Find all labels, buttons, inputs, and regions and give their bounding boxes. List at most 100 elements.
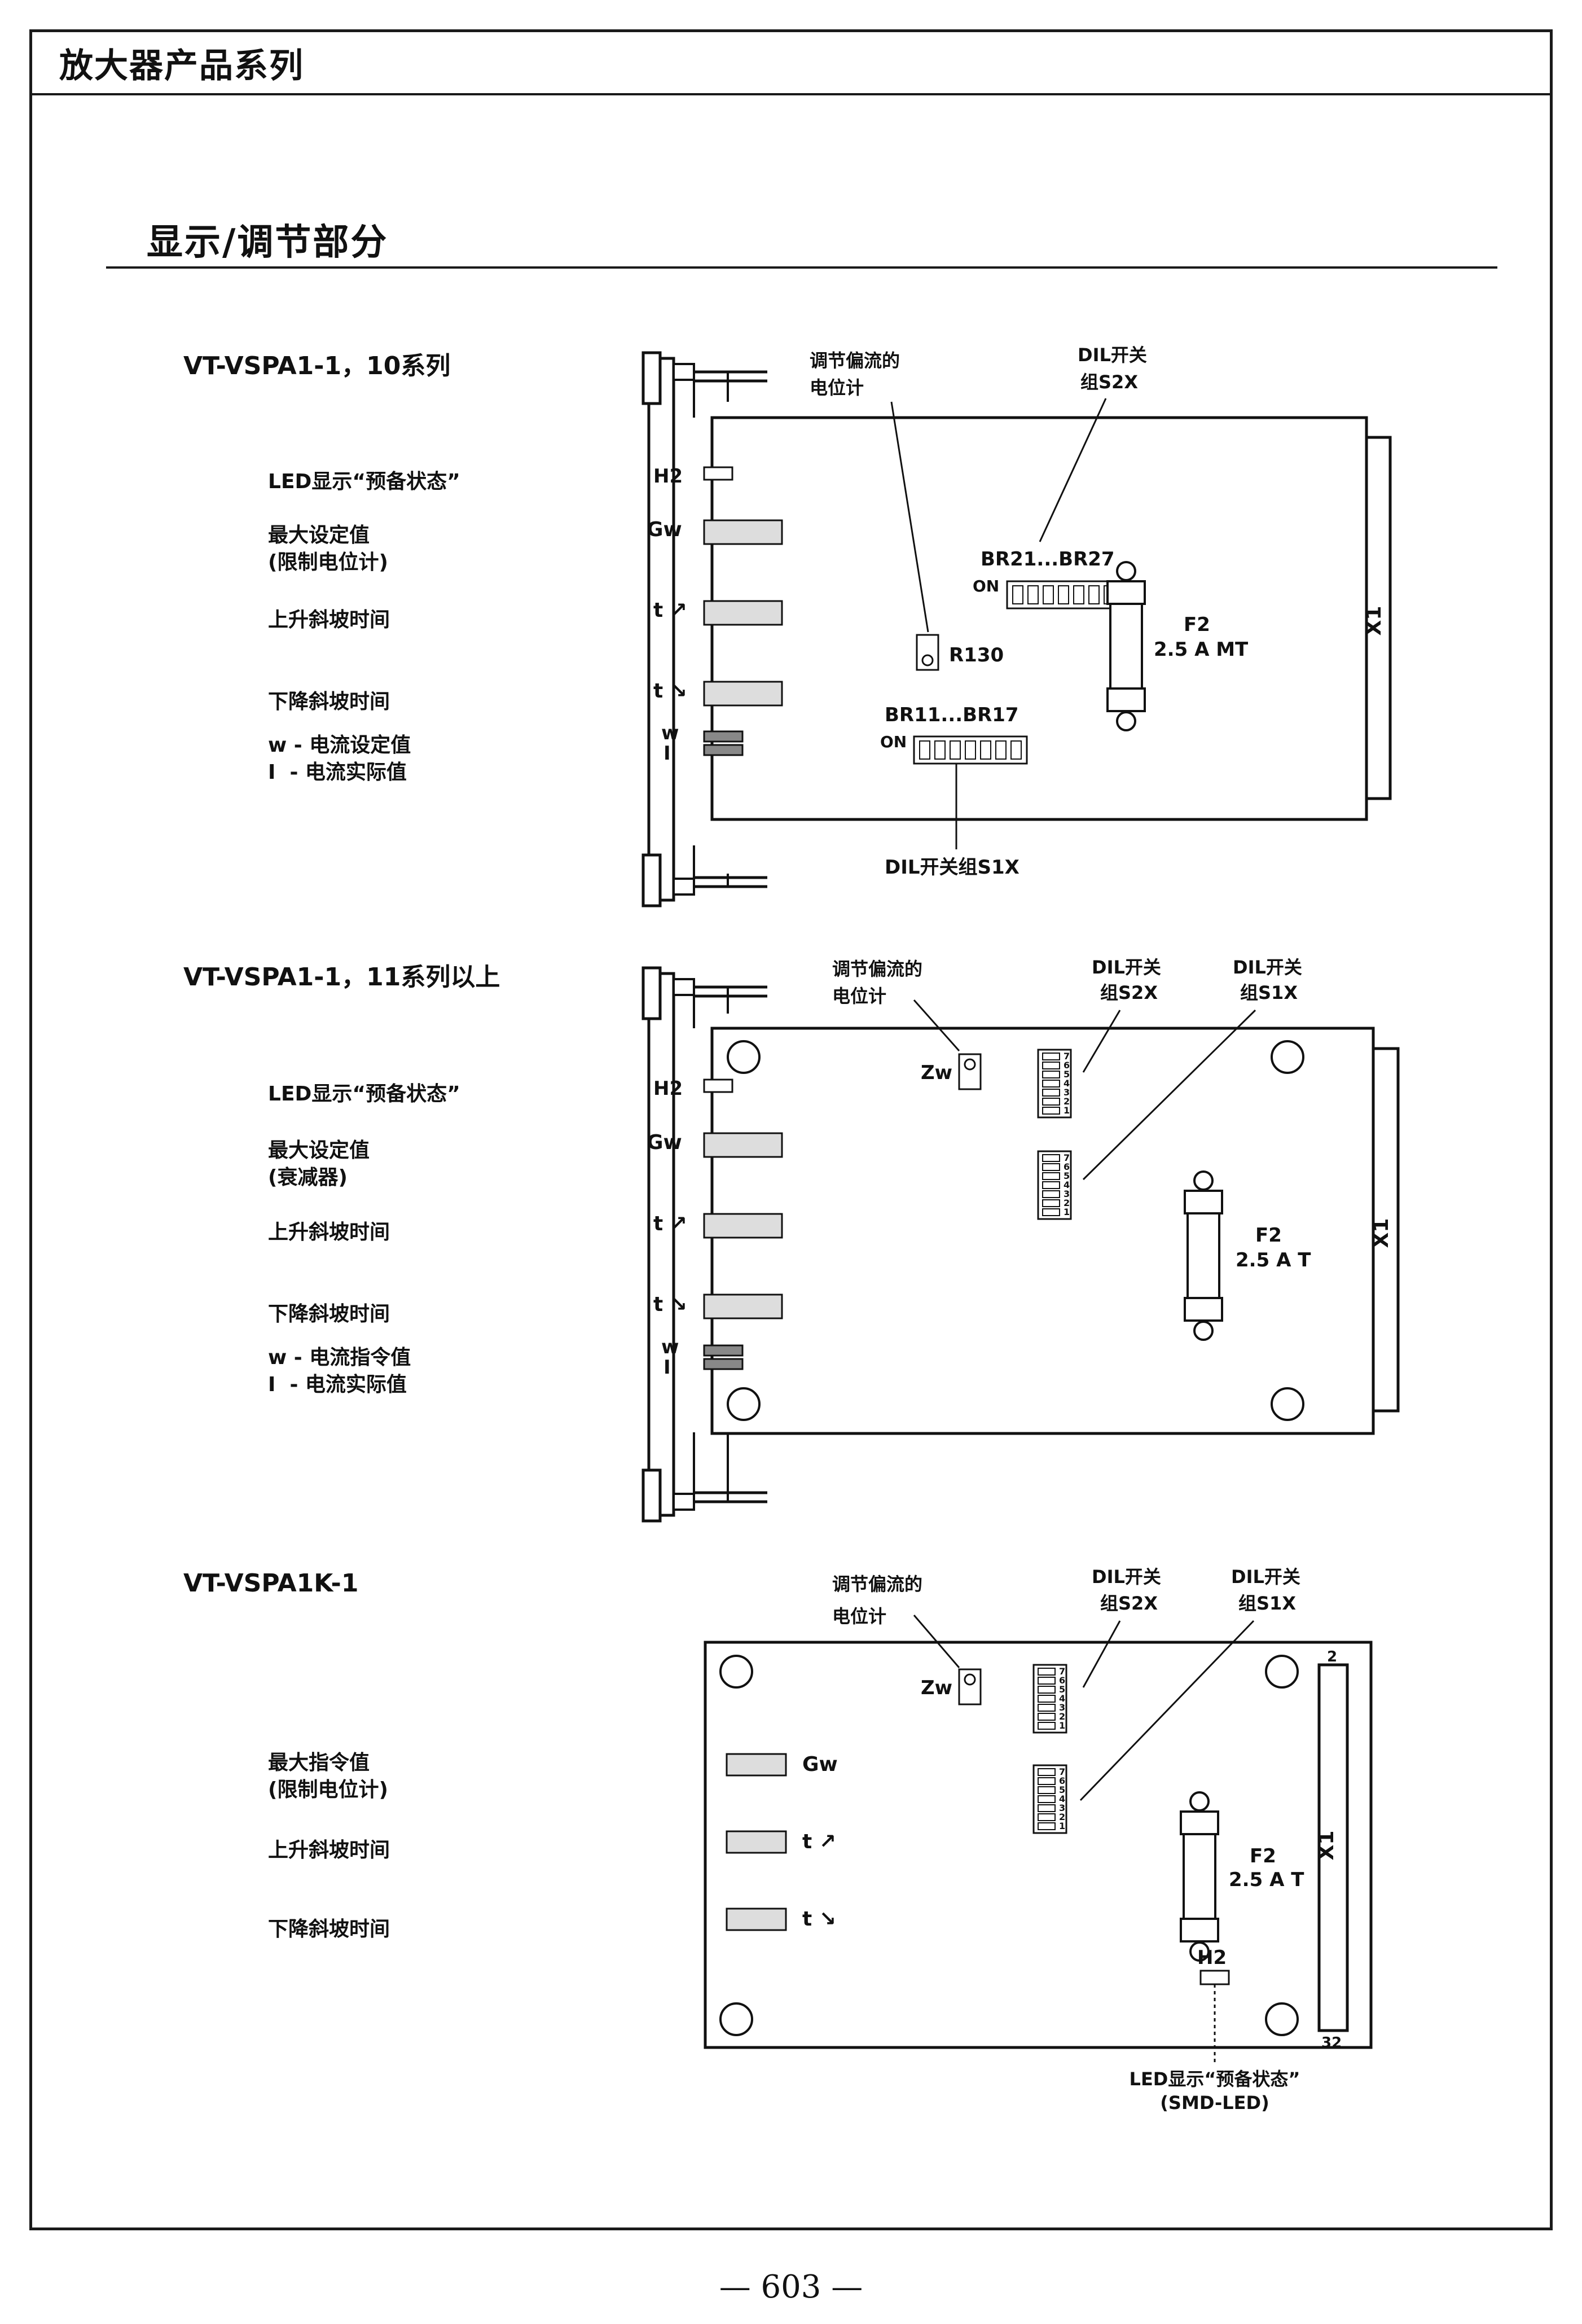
svg-text:5: 5 <box>1059 1684 1065 1695</box>
board-1-br2: BR21...BR27 <box>981 548 1115 571</box>
board-3-led-label-2: (SMD-LED) <box>1160 2092 1269 2113</box>
svg-text:6: 6 <box>1064 1060 1070 1071</box>
board-3-dil-s2x-1: DIL开关 <box>1092 1566 1161 1588</box>
board-1-i-socket <box>703 744 744 756</box>
board-1-pot-label-1: 调节偏流的 <box>810 350 900 371</box>
svg-text:4: 4 <box>1059 1693 1065 1704</box>
svg-text:1: 1 <box>1059 1720 1065 1731</box>
v2-max-label: 最大设定值 (衰减器) <box>268 1139 370 1189</box>
board-3-hole <box>719 2002 753 2036</box>
board-3-hole <box>1265 1655 1299 1689</box>
board-1-dil-s1x <box>913 735 1028 765</box>
board-2-dil-s1x-2: 组S1X <box>1240 982 1298 1003</box>
board-2-gw-pot <box>703 1132 783 1158</box>
v1-wi-label: w - 电流设定值 I - 电流实际值 <box>268 734 411 784</box>
board-3-t-up-pot <box>726 1830 787 1854</box>
board-1-edge-connector <box>1365 436 1392 800</box>
board-1-t-down-pot <box>703 681 783 707</box>
board-1-on-s1x: ON <box>880 733 907 751</box>
board-2-t-up-pot <box>703 1213 783 1239</box>
board-2-gw: Gw <box>647 1131 682 1154</box>
board-1-r130-pot <box>916 634 939 671</box>
svg-text:1: 1 <box>1064 1105 1070 1116</box>
board-2-dil-s2x-1: DIL开关 <box>1092 957 1161 978</box>
board-1: X1 H2 Gw t ↗ t ↘ w I 调节偏流的 电位计 R130 DIL开… <box>643 344 1392 906</box>
board-2-f2: F2 <box>1255 1224 1282 1247</box>
board-3-fuse-rating: 2.5 A T <box>1229 1869 1304 1891</box>
v2-down-label: 下降斜坡时间 <box>268 1303 390 1326</box>
board-1-w-socket <box>703 730 744 743</box>
board-1-fuse-rating: 2.5 A MT <box>1154 638 1249 661</box>
board-1-on-s2x: ON <box>973 577 999 595</box>
variant-1-title: VT-VSPA1-1，10系列 <box>183 352 451 380</box>
svg-text:2: 2 <box>1064 1198 1070 1208</box>
section-title: 显示/调节部分 <box>147 222 389 264</box>
board-3-f2: F2 <box>1250 1845 1276 1867</box>
board-1-r130: R130 <box>949 644 1004 666</box>
board-1-fuse <box>1106 561 1146 731</box>
board-3-smd-led <box>1199 1970 1230 1985</box>
svg-text:1: 1 <box>1064 1207 1070 1217</box>
board-2-led-h2 <box>703 1078 733 1093</box>
board-3-zw: Zw <box>921 1677 952 1699</box>
board-1-br1: BR11...BR17 <box>885 704 1019 726</box>
board-3-pin-top: 2 <box>1327 1648 1337 1665</box>
board-2-h2: H2 <box>653 1077 683 1100</box>
board-1-pcb <box>710 416 1368 821</box>
board-3-dil-s1x-1: DIL开关 <box>1231 1566 1300 1588</box>
svg-text:3: 3 <box>1059 1803 1065 1813</box>
svg-text:3: 3 <box>1064 1087 1070 1098</box>
document-title: 放大器产品系列 <box>59 46 304 86</box>
board-1-w: w <box>661 722 679 744</box>
board-2-fuse-rating: 2.5 A T <box>1236 1249 1311 1271</box>
svg-text:5: 5 <box>1064 1170 1070 1181</box>
page-number: — 603 — <box>719 2269 863 2305</box>
board-2: X1 H2 Gw t ↗ t ↘ w I 调节偏流的 电位计 Zw DIL开关 … <box>643 957 1400 1521</box>
board-3-dip-numbers: 76 54 32 1 76 54 32 1 <box>1059 1666 1065 1831</box>
board-1-gw: Gw <box>647 518 682 541</box>
v2-led-label: LED显示“预备状态” <box>268 1082 460 1106</box>
board-3-dil-s1x-2: 组S1X <box>1238 1593 1296 1614</box>
board-3-dil-s2x-2: 组S2X <box>1100 1593 1158 1614</box>
board-3-pot-label-1: 调节偏流的 <box>832 1573 922 1595</box>
v1-up-label: 上升斜坡时间 <box>268 608 390 632</box>
board-2-w-socket <box>703 1344 744 1357</box>
v3-up-label: 上升斜坡时间 <box>268 1839 390 1862</box>
board-3-t-up: t ↗ <box>802 1830 836 1853</box>
board-2-dil-s1x-1: DIL开关 <box>1233 957 1302 978</box>
board-1-gw-pot <box>703 519 783 545</box>
board-3-connector <box>1317 1663 1349 2032</box>
board-2-fuse <box>1184 1170 1223 1341</box>
svg-text:4: 4 <box>1064 1179 1070 1190</box>
board-1-t-up: t ↗ <box>653 599 687 622</box>
board-3-hole <box>719 1655 753 1689</box>
board-2-i-socket <box>703 1358 744 1370</box>
board-2-hole <box>727 1040 761 1074</box>
board-1-t-down: t ↘ <box>653 679 687 703</box>
board-2-i: I <box>663 1356 671 1379</box>
board-2-hole <box>1271 1387 1304 1421</box>
v1-down-label: 下降斜坡时间 <box>268 690 390 713</box>
svg-text:6: 6 <box>1059 1675 1065 1686</box>
board-3-gw-pot <box>726 1753 787 1777</box>
board-1-f2: F2 <box>1184 613 1210 636</box>
svg-text:4: 4 <box>1064 1078 1070 1089</box>
board-2-dip-numbers: 76 54 32 1 76 54 32 1 <box>1064 1051 1070 1217</box>
board-1-x1-label: X1 <box>1363 606 1386 636</box>
board-1-dil-s1x-label: DIL开关组S1X <box>885 856 1019 879</box>
board-3-t-down-pot <box>726 1908 787 1931</box>
board-2-t-down: t ↘ <box>653 1293 687 1316</box>
svg-text:2: 2 <box>1059 1711 1065 1722</box>
board-2-t-down-pot <box>703 1293 783 1319</box>
board-1-dil-s2x-2: 组S2X <box>1080 371 1138 393</box>
board-3-fuse <box>1180 1791 1219 1962</box>
board-2-edge-connector <box>1372 1047 1400 1413</box>
board-1-t-up-pot <box>703 600 783 626</box>
board-1-dil-s2x-1: DIL开关 <box>1078 344 1147 366</box>
v3-max-label: 最大指令值 (限制电位计) <box>268 1751 388 1801</box>
svg-text:4: 4 <box>1059 1794 1065 1804</box>
board-2-pot-label-1: 调节偏流的 <box>832 958 922 980</box>
v1-max-label: 最大设定值 (限制电位计) <box>268 524 388 574</box>
svg-text:2: 2 <box>1064 1096 1070 1107</box>
